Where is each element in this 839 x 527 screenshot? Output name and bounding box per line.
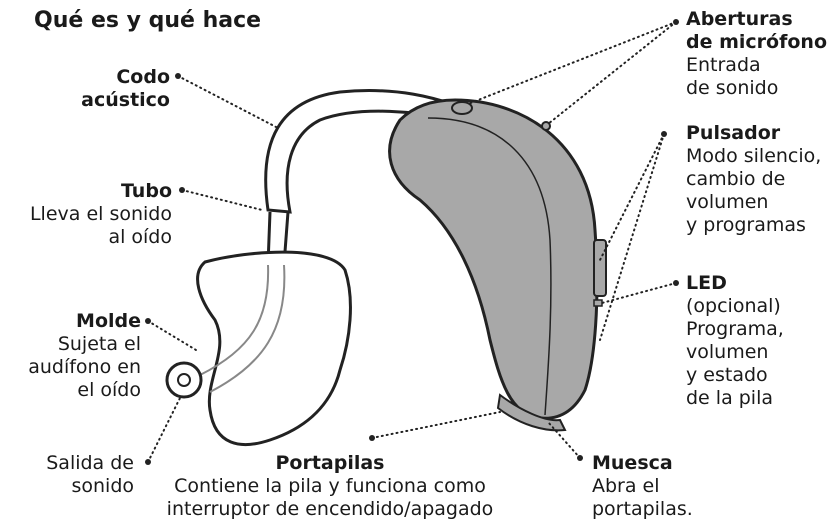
leader-aberturas-b (547, 21, 677, 125)
battery-door[interactable] (496, 393, 567, 432)
leader-pulsador-b (599, 133, 665, 341)
label-aberturas-title2: de micrófono (686, 31, 827, 53)
label-led-title: LED (686, 272, 727, 294)
label-molde-desc1: Sujeta el (57, 333, 141, 355)
label-led-desc4: y estado (686, 364, 768, 386)
label-portapilas-desc2: interruptor de encendido/apagado (166, 498, 494, 520)
body-seam (427, 117, 552, 416)
label-molde-desc3: el oído (77, 379, 141, 401)
label-pulsador-desc3: volumen (686, 191, 769, 213)
label-aberturas-title: Aberturas (686, 8, 793, 30)
label-codo-title: Codo (116, 66, 170, 88)
label-led-desc5: de la pila (686, 387, 774, 409)
label-aberturas-desc2: de sonido (686, 77, 779, 99)
label-molde-desc2: audífono en (28, 356, 141, 378)
leader-led (601, 282, 677, 304)
label-portapilas-desc1: Contiene la pila y funciona como (174, 475, 486, 497)
push-button[interactable] (593, 239, 607, 297)
label-muesca-desc2: portapilas. (592, 498, 693, 520)
leader-codo (177, 75, 279, 129)
label-aberturas-desc1: Entrada (686, 54, 761, 76)
label-portapilas-title: Portapilas (275, 452, 385, 474)
label-led: LED (opcional) Programa, volumen y estad… (686, 272, 784, 410)
label-molde: Molde Sujeta el audífono en el oído (28, 310, 141, 402)
hearing-aid-body (388, 98, 599, 420)
label-muesca-title: Muesca (592, 452, 673, 474)
label-tubo-desc2: al oído (108, 226, 172, 248)
label-pulsador-desc1: Modo silencio, (686, 145, 822, 167)
leader-pulsador-a (599, 133, 665, 261)
label-led-desc2: Programa, (686, 318, 784, 340)
ear-mold (196, 250, 352, 447)
label-salida: Salida de sonido (46, 452, 134, 498)
label-tubo: Tubo Lleva el sonido al oído (30, 180, 172, 249)
label-codo: Codo acústico (81, 66, 170, 112)
page-title: Qué es y qué hace (34, 8, 262, 33)
label-codo-title2: acústico (81, 89, 170, 111)
label-led-desc3: volumen (686, 341, 769, 363)
label-pulsador-desc2: cambio de (686, 168, 786, 190)
leader-portapilas (371, 411, 501, 439)
leader-muesca (547, 421, 581, 459)
led-indicator (593, 299, 603, 307)
label-muesca-desc1: Abra el (592, 475, 660, 497)
mold-tube (199, 264, 286, 393)
leader-tubo (181, 189, 263, 211)
leader-aberturas-a (467, 21, 677, 105)
label-pulsador: Pulsador Modo silencio, cambio de volume… (686, 122, 821, 237)
label-salida-desc2: sonido (71, 475, 134, 497)
leader-salida (147, 397, 181, 463)
label-muesca: Muesca Abra el portapilas. (592, 452, 693, 521)
sound-outlet-inner (177, 373, 191, 387)
label-pulsador-desc4: y programas (686, 214, 806, 236)
mic-opening-rear (541, 121, 551, 131)
label-aberturas: Aberturas de micrófono Entrada de sonido (686, 8, 827, 100)
label-salida-desc1: Salida de (46, 452, 134, 474)
label-tubo-desc1: Lleva el sonido (29, 203, 172, 225)
label-led-desc1: (opcional) (686, 295, 781, 317)
leader-molde (147, 320, 197, 351)
label-portapilas: Portapilas Contiene la pila y funciona c… (160, 452, 500, 521)
label-pulsador-title: Pulsador (686, 122, 781, 144)
mic-opening-front (451, 101, 473, 115)
label-molde-title: Molde (76, 310, 141, 332)
label-tubo-title: Tubo (120, 180, 172, 202)
